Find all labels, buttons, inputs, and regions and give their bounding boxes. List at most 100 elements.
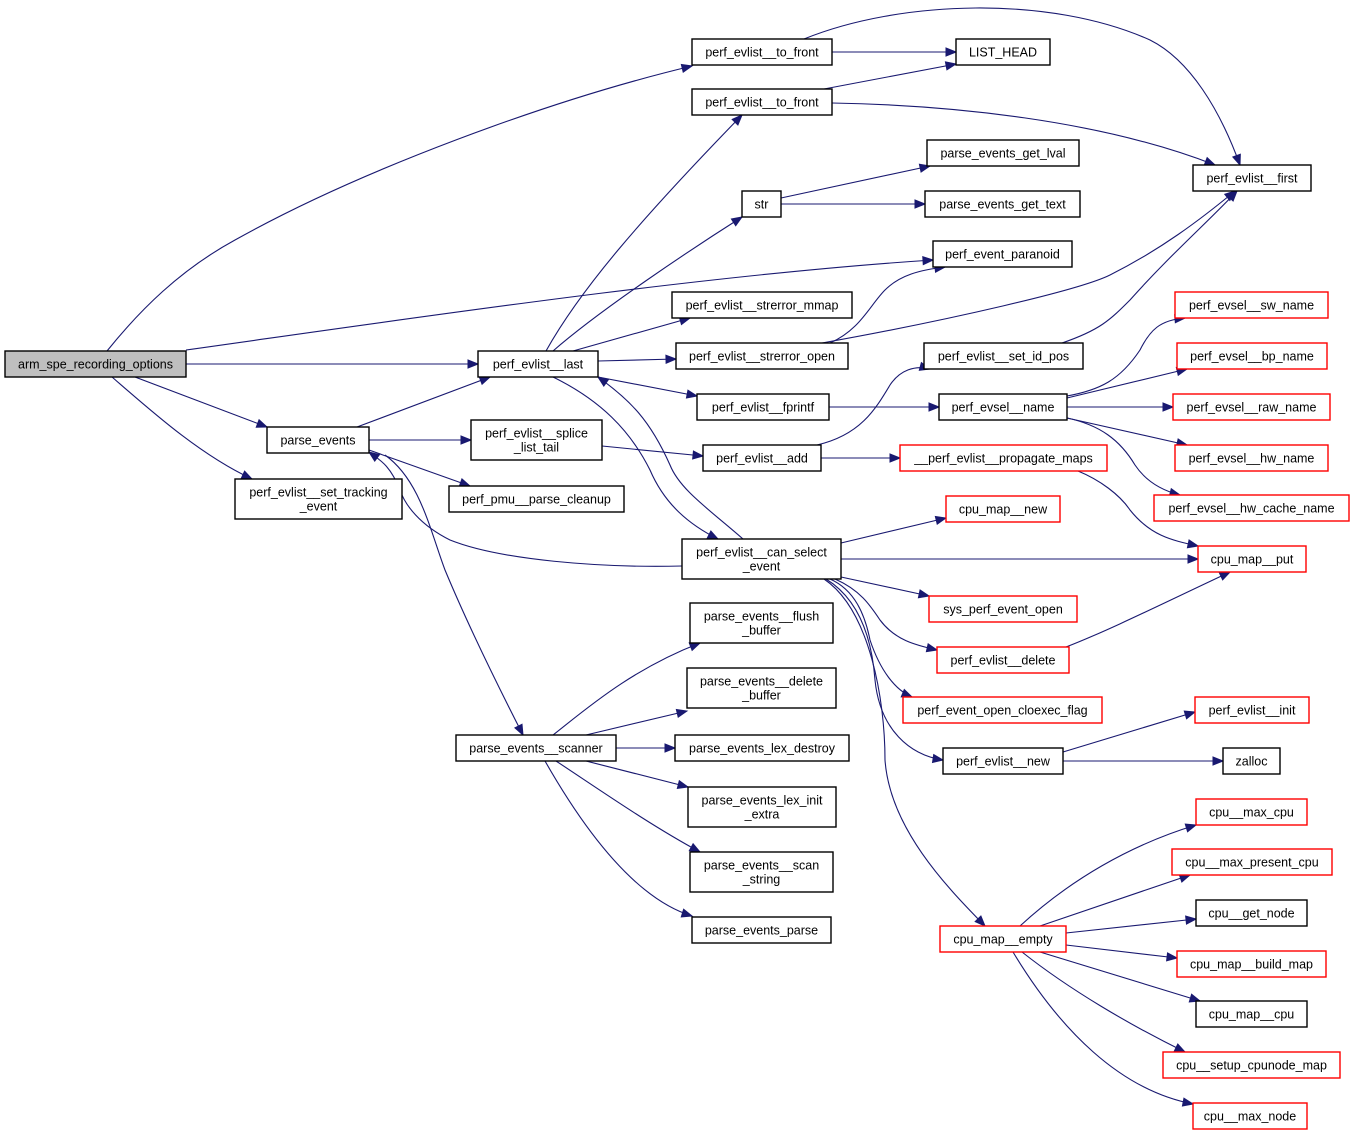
node-box[interactable] (924, 190, 1081, 218)
node-parse-events-scan-string[interactable]: parse_events__scan_string (689, 851, 834, 893)
node-box[interactable] (923, 342, 1084, 370)
node-box[interactable] (689, 602, 834, 644)
node-box[interactable] (266, 426, 370, 454)
node-cpu-map-empty[interactable]: cpu_map__empty (939, 925, 1067, 953)
node-box[interactable] (1195, 798, 1308, 826)
node-box[interactable] (928, 595, 1078, 623)
node-cpu-map-build-map[interactable]: cpu_map__build_map (1176, 950, 1327, 978)
node-perf-evlist-propagate-maps[interactable]: __perf_evlist__propagate_maps (899, 444, 1108, 472)
node-box[interactable] (1176, 342, 1328, 370)
node-box[interactable] (938, 393, 1068, 421)
node-perf-evlist-fprintf[interactable]: perf_evlist__fprintf (696, 393, 830, 421)
node-box[interactable] (926, 139, 1080, 167)
node-box[interactable] (1172, 393, 1331, 421)
node-parse-events-lex-init-extra[interactable]: parse_events_lex_init_extra (687, 786, 837, 828)
node-box[interactable] (1222, 747, 1281, 775)
node-box[interactable] (1195, 899, 1308, 927)
node-perf-evsel-bp-name[interactable]: perf_evsel__bp_name (1176, 342, 1328, 370)
node-perf-event-open-cloexec-flag[interactable]: perf_event_open_cloexec_flag (902, 696, 1103, 724)
node-perf-evlist-can-select-event[interactable]: perf_evlist__can_select_event (681, 538, 842, 580)
node-box[interactable] (1194, 696, 1310, 724)
node-box[interactable] (702, 444, 822, 472)
node-parse-events[interactable]: parse_events (266, 426, 370, 454)
node-box[interactable] (1192, 164, 1312, 192)
node-box[interactable] (448, 485, 625, 513)
node-LIST-HEAD[interactable]: LIST_HEAD (955, 38, 1051, 66)
node-perf-evsel-hw-name[interactable]: perf_evsel__hw_name (1174, 444, 1329, 472)
node-box[interactable] (674, 734, 850, 762)
node-box[interactable] (1171, 848, 1333, 876)
node-perf-evlist-first[interactable]: perf_evlist__first (1192, 164, 1312, 192)
node-box[interactable] (675, 342, 849, 370)
node-box[interactable] (942, 747, 1064, 775)
node-perf-event-paranoid[interactable]: perf_event_paranoid (932, 240, 1073, 268)
node-perf-pmu-parse-cleanup[interactable]: perf_pmu__parse_cleanup (448, 485, 625, 513)
node-box[interactable] (691, 916, 832, 944)
node-box[interactable] (945, 495, 1061, 523)
node-box[interactable] (1197, 545, 1307, 573)
node-box[interactable] (1162, 1051, 1341, 1079)
node-box[interactable] (936, 646, 1070, 674)
node-perf-evlist-last[interactable]: perf_evlist__last (477, 350, 599, 378)
node-arm-spe-recording-options[interactable]: arm_spe_recording_options (4, 350, 187, 378)
node-cpu-map-put[interactable]: cpu_map__put (1197, 545, 1307, 573)
node-box[interactable] (687, 786, 837, 828)
node-box[interactable] (902, 696, 1103, 724)
node-parse-events-delete-buffer[interactable]: parse_events__delete_buffer (686, 667, 837, 709)
node-perf-evlist-splice-list-tail[interactable]: perf_evlist__splice_list_tail (470, 419, 603, 461)
node-cpu-max-cpu[interactable]: cpu__max_cpu (1195, 798, 1308, 826)
node-box[interactable] (696, 393, 830, 421)
node-perf-evlist-set-id-pos[interactable]: perf_evlist__set_id_pos (923, 342, 1084, 370)
node-box[interactable] (691, 88, 833, 116)
node-cpu-map-cpu[interactable]: cpu_map__cpu (1195, 1000, 1308, 1028)
node-sys-perf-event-open[interactable]: sys_perf_event_open (928, 595, 1078, 623)
node-str[interactable]: str (741, 190, 782, 218)
node-parse-events-lex-destroy[interactable]: parse_events_lex_destroy (674, 734, 850, 762)
node-box[interactable] (741, 190, 782, 218)
node-box[interactable] (234, 478, 403, 520)
node-cpu-map-new[interactable]: cpu_map__new (945, 495, 1061, 523)
node-perf-evlist-init[interactable]: perf_evlist__init (1194, 696, 1310, 724)
node-cpu-setup-cpunode-map[interactable]: cpu__setup_cpunode_map (1162, 1051, 1341, 1079)
node-perf-evlist-delete[interactable]: perf_evlist__delete (936, 646, 1070, 674)
node-perf-evlist-strerror-mmap[interactable]: perf_evlist__strerror_mmap (671, 291, 853, 319)
node-parse-events-scanner[interactable]: parse_events__scanner (455, 734, 617, 762)
node-cpu-max-present-cpu[interactable]: cpu__max_present_cpu (1171, 848, 1333, 876)
node-parse-events-flush-buffer[interactable]: parse_events__flush_buffer (689, 602, 834, 644)
node-parse-events-parse[interactable]: parse_events_parse (691, 916, 832, 944)
node-box[interactable] (686, 667, 837, 709)
node-cpu-max-node[interactable]: cpu__max_node (1192, 1102, 1308, 1130)
node-zalloc[interactable]: zalloc (1222, 747, 1281, 775)
node-box[interactable] (455, 734, 617, 762)
node-perf-evsel-raw-name[interactable]: perf_evsel__raw_name (1172, 393, 1331, 421)
node-box[interactable] (470, 419, 603, 461)
node-parse-events-get-text[interactable]: parse_events_get_text (924, 190, 1081, 218)
node-box[interactable] (939, 925, 1067, 953)
node-box[interactable] (691, 38, 833, 66)
node-box[interactable] (477, 350, 599, 378)
node-box[interactable] (955, 38, 1051, 66)
node-perf-evlist-to-front-2[interactable]: perf_evlist__to_front (691, 88, 833, 116)
node-box[interactable] (4, 350, 187, 378)
node-box[interactable] (1153, 494, 1350, 522)
node-box[interactable] (1174, 444, 1329, 472)
node-perf-evsel-hw-cache-name[interactable]: perf_evsel__hw_cache_name (1153, 494, 1350, 522)
node-cpu-get-node[interactable]: cpu__get_node (1195, 899, 1308, 927)
node-perf-evlist-add[interactable]: perf_evlist__add (702, 444, 822, 472)
node-perf-evlist-new[interactable]: perf_evlist__new (942, 747, 1064, 775)
node-perf-evsel-name[interactable]: perf_evsel__name (938, 393, 1068, 421)
node-box[interactable] (1192, 1102, 1308, 1130)
node-parse-events-get-lval[interactable]: parse_events_get_lval (926, 139, 1080, 167)
node-box[interactable] (932, 240, 1073, 268)
node-box[interactable] (671, 291, 853, 319)
node-box[interactable] (1176, 950, 1327, 978)
node-box[interactable] (1195, 1000, 1308, 1028)
node-perf-evlist-set-tracking-event[interactable]: perf_evlist__set_tracking_event (234, 478, 403, 520)
node-box[interactable] (689, 851, 834, 893)
node-perf-evsel-sw-name[interactable]: perf_evsel__sw_name (1174, 291, 1329, 319)
node-perf-evlist-to-front-1[interactable]: perf_evlist__to_front (691, 38, 833, 66)
node-box[interactable] (681, 538, 842, 580)
node-box[interactable] (1174, 291, 1329, 319)
node-perf-evlist-strerror-open[interactable]: perf_evlist__strerror_open (675, 342, 849, 370)
node-box[interactable] (899, 444, 1108, 472)
